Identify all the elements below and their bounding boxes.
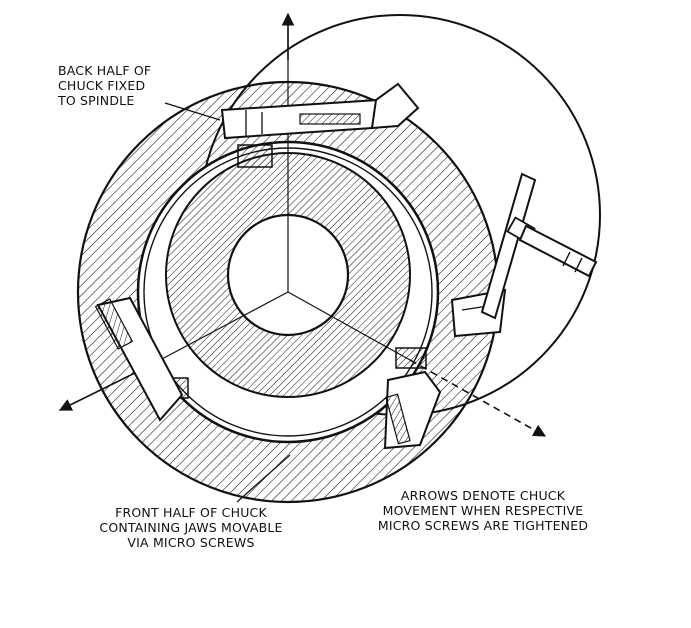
- label-arrows-note-line-1: ARROWS DENOTE CHUCK: [400, 488, 566, 503]
- label-back-half: BACK HALF OF CHUCK FIXED TO SPINDLE: [58, 63, 151, 108]
- radial-line-left: [144, 291, 289, 369]
- label-front-half-line-2: CONTAINING JAWS MOVABLE: [99, 520, 283, 535]
- bottom-right-jaw-assembly: [383, 370, 442, 450]
- top-jaw-assembly: [220, 82, 420, 140]
- label-back-half-line-1: BACK HALF OF: [58, 63, 152, 78]
- arrow-left: [58, 367, 146, 411]
- label-front-half-line-1: FRONT HALF OF CHUCK: [115, 505, 267, 520]
- label-back-half-line-2: CHUCK FIXED: [58, 78, 146, 93]
- adjusting-key: [480, 172, 598, 320]
- label-front-half-line-3: VIA MICRO SCREWS: [127, 535, 255, 550]
- back-half-leader-line: [164, 102, 221, 121]
- label-back-half-line-3: TO SPINDLE: [58, 93, 135, 108]
- front-half-leader-line: [236, 454, 291, 503]
- arrow-right: [409, 359, 547, 437]
- core-key-right: [395, 347, 427, 369]
- left-jaw-assembly: [94, 296, 184, 422]
- label-arrows-note-line-2: MOVEMENT WHEN RESPECTIVE: [382, 503, 584, 518]
- label-arrows-note: ARROWS DENOTE CHUCK MOVEMENT WHEN RESPEC…: [348, 488, 618, 533]
- core-key-top: [237, 144, 273, 168]
- radial-line-right: [287, 291, 411, 361]
- label-arrows-note-line-3: MICRO SCREWS ARE TIGHTENED: [377, 518, 589, 533]
- label-front-half: FRONT HALF OF CHUCK CONTAINING JAWS MOVA…: [52, 505, 330, 550]
